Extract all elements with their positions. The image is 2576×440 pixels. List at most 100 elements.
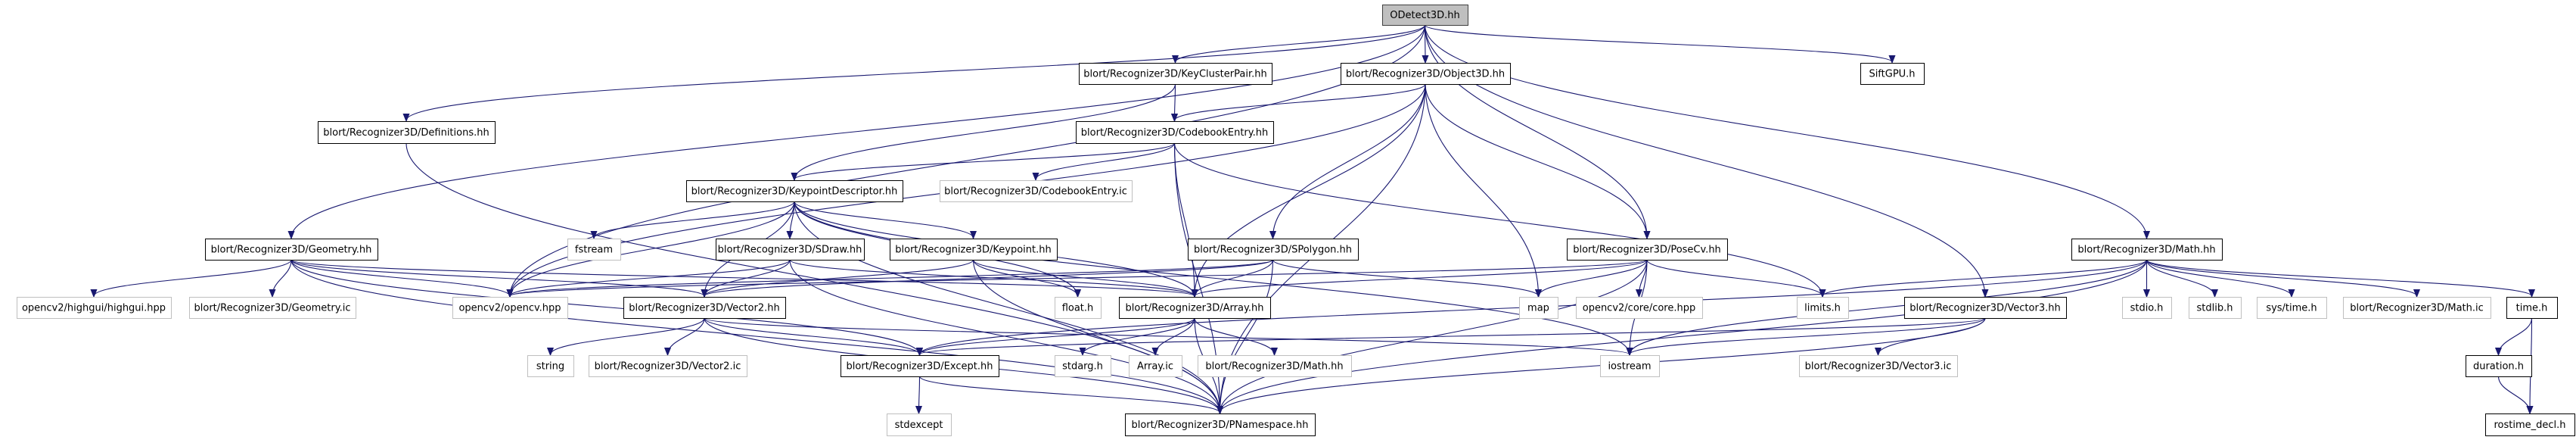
graph-node-opencv2-core-core-hpp: opencv2/core/core.hpp: [1576, 297, 1703, 319]
node-label: limits.h: [1804, 303, 1841, 314]
node-box: [1125, 413, 1316, 436]
node-label: duration.h: [2473, 361, 2524, 373]
graph-node-siftgpu-h[interactable]: SiftGPU.h: [1860, 63, 1925, 85]
graph-node-blort-recognizer3d-definitions-hh[interactable]: blort/Recognizer3D/Definitions.hh: [318, 121, 496, 144]
node-box: [2189, 297, 2242, 319]
graph-node-blort-recognizer3d-object3d-hh[interactable]: blort/Recognizer3D/Object3D.hh: [1341, 63, 1511, 85]
edge-codebook-to-limits: [1173, 142, 1823, 296]
node-box: [887, 413, 952, 436]
edge-array-to-arrayic: [1155, 317, 1195, 354]
graph-node-blort-recognizer3d-vector3-hh[interactable]: blort/Recognizer3D/Vector3.hh: [1904, 297, 2067, 319]
node-box: [716, 239, 865, 261]
edge-geometry-to-vector2: [291, 259, 704, 296]
graph-node-odetect3d-hh[interactable]: ODetect3D.hh: [1382, 5, 1468, 26]
edge-spolygon-to-map: [1272, 259, 1539, 296]
node-box: [1119, 297, 1271, 319]
graph-node-blort-recognizer3d-array-hh[interactable]: blort/Recognizer3D/Array.hh: [1119, 297, 1271, 319]
graph-node-blort-recognizer3d-math-ic: blort/Recognizer3D/Math.ic: [2343, 297, 2491, 319]
node-box: [1576, 297, 1703, 319]
node-label: blort/Recognizer3D/Except.hh: [847, 361, 993, 373]
node-label: opencv2/highgui/highgui.hpp: [22, 303, 166, 314]
node-label: blort/Recognizer3D/CodebookEntry.hh: [1081, 127, 1268, 139]
node-label: blort/Recognizer3D/Math.ic: [2350, 303, 2484, 314]
node-box: [1382, 5, 1468, 26]
node-box: [686, 180, 903, 202]
node-box: [1797, 297, 1849, 319]
graph-node-rostime-decl-h[interactable]: rostime_decl.h: [2485, 413, 2575, 436]
node-box: [2122, 297, 2172, 319]
node-label: iostream: [1608, 361, 1651, 373]
node-label: stdio.h: [2130, 303, 2164, 314]
graph-node-time-h[interactable]: time.h: [2506, 297, 2558, 319]
edge-codebook-to-kpdesc: [794, 142, 1176, 179]
edge-timeh-to-duration: [2499, 317, 2533, 354]
node-box: [890, 239, 1058, 261]
node-box: [1519, 297, 1558, 319]
edge-vector2-to-except: [704, 317, 920, 354]
graph-node-blort-recognizer3d-vector2-hh[interactable]: blort/Recognizer3D/Vector2.hh: [623, 297, 786, 319]
node-label: ODetect3D.hh: [1390, 10, 1459, 21]
node-label: blort/Recognizer3D/Math.hh: [1205, 361, 1343, 373]
edge-duration-to-rostime: [2497, 376, 2531, 413]
graph-node-blort-recognizer3d-codebookentry-hh[interactable]: blort/Recognizer3D/CodebookEntry.hh: [1076, 121, 1274, 144]
edge-sdraw-to-opencv: [510, 259, 791, 296]
graph-node-blort-recognizer3d-keyclusterpair-hh[interactable]: blort/Recognizer3D/KeyClusterPair.hh: [1079, 63, 1272, 85]
edge-geometry-to-except: [291, 259, 920, 354]
node-box: [1079, 63, 1272, 85]
node-label: blort/Recognizer3D/Vector3.hh: [1909, 303, 2060, 314]
graph-node-blort-recognizer3d-geometry-ic: blort/Recognizer3D/Geometry.ic: [189, 297, 356, 319]
node-label: blort/Recognizer3D/PoseCv.hh: [1573, 245, 1721, 256]
graph-node-duration-h[interactable]: duration.h: [2466, 355, 2532, 377]
graph-node-array-ic: Array.ic: [1129, 355, 1182, 377]
edge-vector3-to-iostream: [1630, 317, 1986, 354]
node-label: blort/Recognizer3D/CodebookEntry.ic: [944, 186, 1127, 198]
node-label: stdlib.h: [2197, 303, 2233, 314]
edge-array-to-stdarg: [1083, 317, 1195, 354]
graph-node-blort-recognizer3d-sdraw-hh[interactable]: blort/Recognizer3D/SDraw.hh: [716, 239, 865, 261]
graph-node-map: map: [1519, 297, 1558, 319]
graph-node-opencv2-opencv-hpp: opencv2/opencv.hpp: [452, 297, 568, 319]
edge-posecv-to-array: [1195, 259, 1648, 296]
graph-node-blort-recognizer3d-math-hh[interactable]: blort/Recognizer3D/Math.hh: [2071, 239, 2223, 261]
node-box: [527, 355, 574, 377]
graph-node-blort-recognizer3d-keypointdescriptor-hh[interactable]: blort/Recognizer3D/KeypointDescriptor.hh: [686, 180, 903, 202]
node-label: stdarg.h: [1062, 361, 1103, 373]
node-box: [1904, 297, 2067, 319]
node-label: Array.ic: [1137, 361, 1173, 373]
graph-node-blort-recognizer3d-codebookentry-ic: blort/Recognizer3D/CodebookEntry.ic: [940, 180, 1133, 202]
graph-node-blort-recognizer3d-posecv-hh[interactable]: blort/Recognizer3D/PoseCv.hh: [1567, 239, 1728, 261]
node-box: [17, 297, 172, 319]
edge-geometry-to-pnamespace: [291, 259, 1220, 413]
graph-node-fstream: fstream: [567, 239, 621, 261]
graph-node-blort-recognizer3d-pnamespace-hh[interactable]: blort/Recognizer3D/PNamespace.hh: [1125, 413, 1316, 436]
node-label: blort/Recognizer3D/Geometry.ic: [194, 303, 351, 314]
edge-root-to-definitions: [406, 24, 1426, 120]
edge-codebook-to-codebookic: [1036, 142, 1176, 179]
edge-geometry-to-array: [291, 259, 1195, 296]
graph-node-stdlib-h: stdlib.h: [2189, 297, 2242, 319]
edge-math-to-mathic: [2146, 259, 2417, 296]
node-box: [2506, 297, 2558, 319]
graph-node-blort-recognizer3d-keypoint-hh[interactable]: blort/Recognizer3D/Keypoint.hh: [890, 239, 1058, 261]
edge-kpdesc-to-iostream: [794, 201, 1630, 354]
node-label: blort/Recognizer3D/Object3D.hh: [1346, 69, 1505, 80]
node-label: blort/Recognizer3D/Keypoint.hh: [895, 245, 1051, 256]
node-label: blort/Recognizer3D/Array.hh: [1126, 303, 1264, 314]
node-label: blort/Recognizer3D/Geometry.hh: [211, 245, 372, 256]
edge-spolygon-to-pnamespace: [1220, 259, 1274, 413]
edge-root-to-siftgpu: [1424, 24, 1893, 62]
edge-keycluster-to-codebook: [1175, 83, 1176, 120]
edge-vector2-to-vector2ic: [668, 317, 705, 354]
edge-keycluster-to-kpdesc: [794, 83, 1176, 179]
edge-spolygon-to-opencv: [510, 259, 1274, 296]
graph-node-blort-recognizer3d-spolygon-hh[interactable]: blort/Recognizer3D/SPolygon.hh: [1188, 239, 1359, 261]
graph-node-blort-recognizer3d-except-hh[interactable]: blort/Recognizer3D/Except.hh: [841, 355, 999, 377]
edge-object3d-to-array: [1195, 83, 1426, 296]
graph-node-blort-recognizer3d-geometry-hh[interactable]: blort/Recognizer3D/Geometry.hh: [205, 239, 378, 261]
node-box: [189, 297, 356, 319]
node-box: [1799, 355, 1958, 377]
edge-object3d-to-map: [1425, 83, 1539, 296]
edge-keypoint-to-vector2: [704, 259, 974, 296]
graph-node-blort-recognizer3d-math-hh: blort/Recognizer3D/Math.hh: [1198, 355, 1352, 377]
